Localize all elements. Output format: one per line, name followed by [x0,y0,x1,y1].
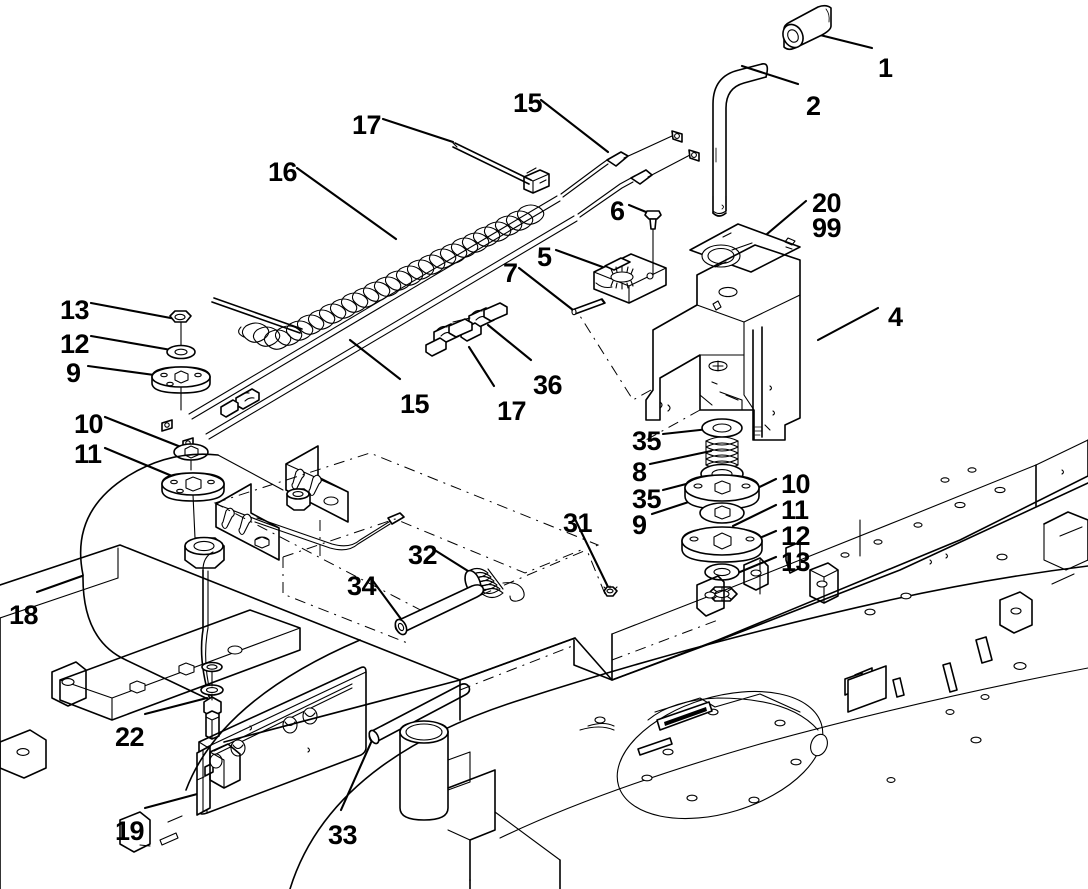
callout-10-left: 10 [74,409,104,439]
callout-31: 31 [563,508,593,538]
part-small-nut [603,585,618,597]
part-clamp-plate [593,253,667,304]
part-main-frame [0,439,1088,889]
callout-20: 20 [812,188,842,218]
callout-35-upper: 35 [632,426,662,456]
callout-22: 22 [115,722,145,752]
hardware-stack-right [681,418,763,602]
callout-4: 4 [888,302,903,332]
callout-34: 34 [347,571,377,601]
part-mounting-bracket [215,445,405,561]
part-hardware-stack-22 [200,661,224,740]
callout-9-right: 9 [632,510,647,540]
part-coiled-rod [211,167,550,350]
callout-9-left: 9 [66,358,81,388]
hardware-stack-left-lower [161,443,225,569]
callout-6: 6 [610,196,625,226]
part-grip-sleeve [782,4,832,51]
part-shoulder-screw [644,210,662,277]
callout-19: 19 [115,816,145,846]
callout-15-mid: 15 [400,389,430,419]
callout-8: 8 [632,457,647,487]
part-roll-pin [571,298,606,316]
part-long-cables [161,195,578,450]
part-bent-control-rod [712,62,769,217]
callout-11-left: 11 [74,439,102,469]
callout-11-right: 11 [781,495,809,525]
callout-33: 33 [328,820,358,850]
part-main-bracket [579,244,801,441]
callout-36: 36 [533,370,563,400]
callout-15-top: 15 [513,88,543,118]
callout-16: 16 [268,157,298,187]
assembly-dashed-outlines [213,452,606,645]
callout-12-right: 12 [781,521,811,551]
callout-2: 2 [806,91,821,121]
part-cable-adjusters [425,302,508,357]
callout-99: 99 [812,213,842,243]
part-spacer-tube [394,584,485,636]
callout-18: 18 [9,600,39,630]
callout-17-top: 17 [352,110,382,140]
callout-5: 5 [537,242,552,272]
callout-17-mid: 17 [497,396,527,426]
part-decal-plate [689,223,801,273]
part-control-cables-upper [560,130,700,218]
part-clevis-pin [368,683,471,745]
part-upper-rod [452,142,532,185]
callout-1: 1 [878,53,893,83]
callout-13-right: 13 [781,547,811,577]
hardware-stack-left-upper [151,310,211,411]
callout-32: 32 [408,540,438,570]
callout-13-left: 13 [60,295,90,325]
part-side-panel [196,666,367,816]
callout-7: 7 [503,258,518,288]
callout-10-right: 10 [781,469,811,499]
callout-35-lower: 35 [632,484,662,514]
callout-12-left: 12 [60,329,90,359]
